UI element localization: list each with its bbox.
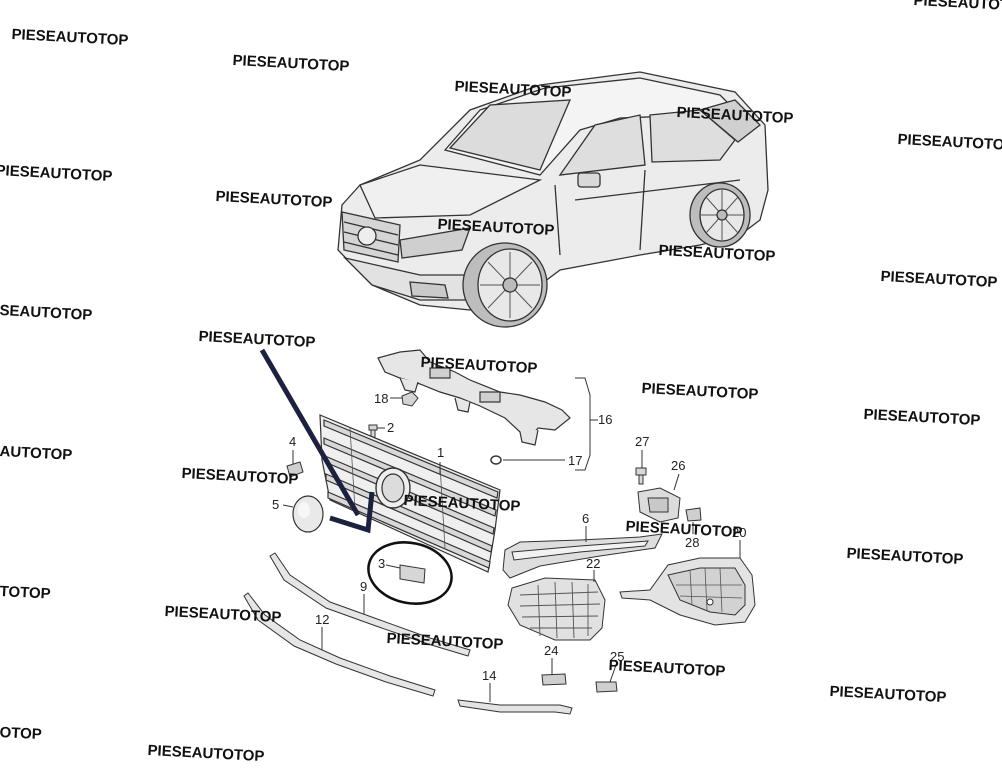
callout-20: 20 <box>732 525 746 540</box>
callout-2: 2 <box>387 420 394 435</box>
highlight-circle <box>367 541 453 605</box>
callout-5: 5 <box>272 497 279 512</box>
callout-3: 3 <box>378 556 385 571</box>
callout-12: 12 <box>315 612 329 627</box>
callout-16: 16 <box>598 412 612 427</box>
callout-14: 14 <box>482 668 496 683</box>
callout-9: 9 <box>360 579 367 594</box>
part-20-side-trim <box>619 557 756 626</box>
part-14-trim <box>457 699 573 715</box>
part-25-cap <box>595 681 618 693</box>
callout-24: 24 <box>544 643 558 658</box>
callout-22: 22 <box>586 556 600 571</box>
part-27-bolt <box>635 467 647 485</box>
watermark-text-partial: TOTOP <box>0 583 52 603</box>
part-12-strip <box>243 592 436 697</box>
callout-28: 28 <box>685 535 699 550</box>
callout-bracket-16 <box>575 377 598 471</box>
callout-27: 27 <box>635 434 649 449</box>
callout-17: 17 <box>568 453 582 468</box>
callout-25: 25 <box>610 649 624 664</box>
part-22-side-grille <box>507 577 606 641</box>
part-4-sensor <box>286 461 304 478</box>
callout-18: 18 <box>374 391 388 406</box>
part-5-emblem <box>292 495 324 533</box>
part-18-clip <box>401 391 419 407</box>
part-6-trim <box>502 533 663 579</box>
part-9-strip <box>269 552 471 657</box>
part-26-bracket <box>637 487 681 523</box>
part-24-cap <box>541 673 567 686</box>
part-17-grommet <box>490 455 565 465</box>
pointer-arrow <box>259 348 375 534</box>
part-16-carrier <box>377 349 571 446</box>
callout-6: 6 <box>582 511 589 526</box>
watermark-text-partial: OTOP <box>0 724 43 744</box>
callout-26: 26 <box>671 458 685 473</box>
part-28-clip <box>685 507 702 522</box>
callout-labels: 1 2 3 4 5 6 9 12 14 16 17 18 20 22 24 25… <box>272 391 746 683</box>
callout-1: 1 <box>437 445 444 460</box>
callout-4: 4 <box>289 434 296 449</box>
vehicle-illustration <box>337 71 769 328</box>
part-3-trim <box>399 564 426 584</box>
